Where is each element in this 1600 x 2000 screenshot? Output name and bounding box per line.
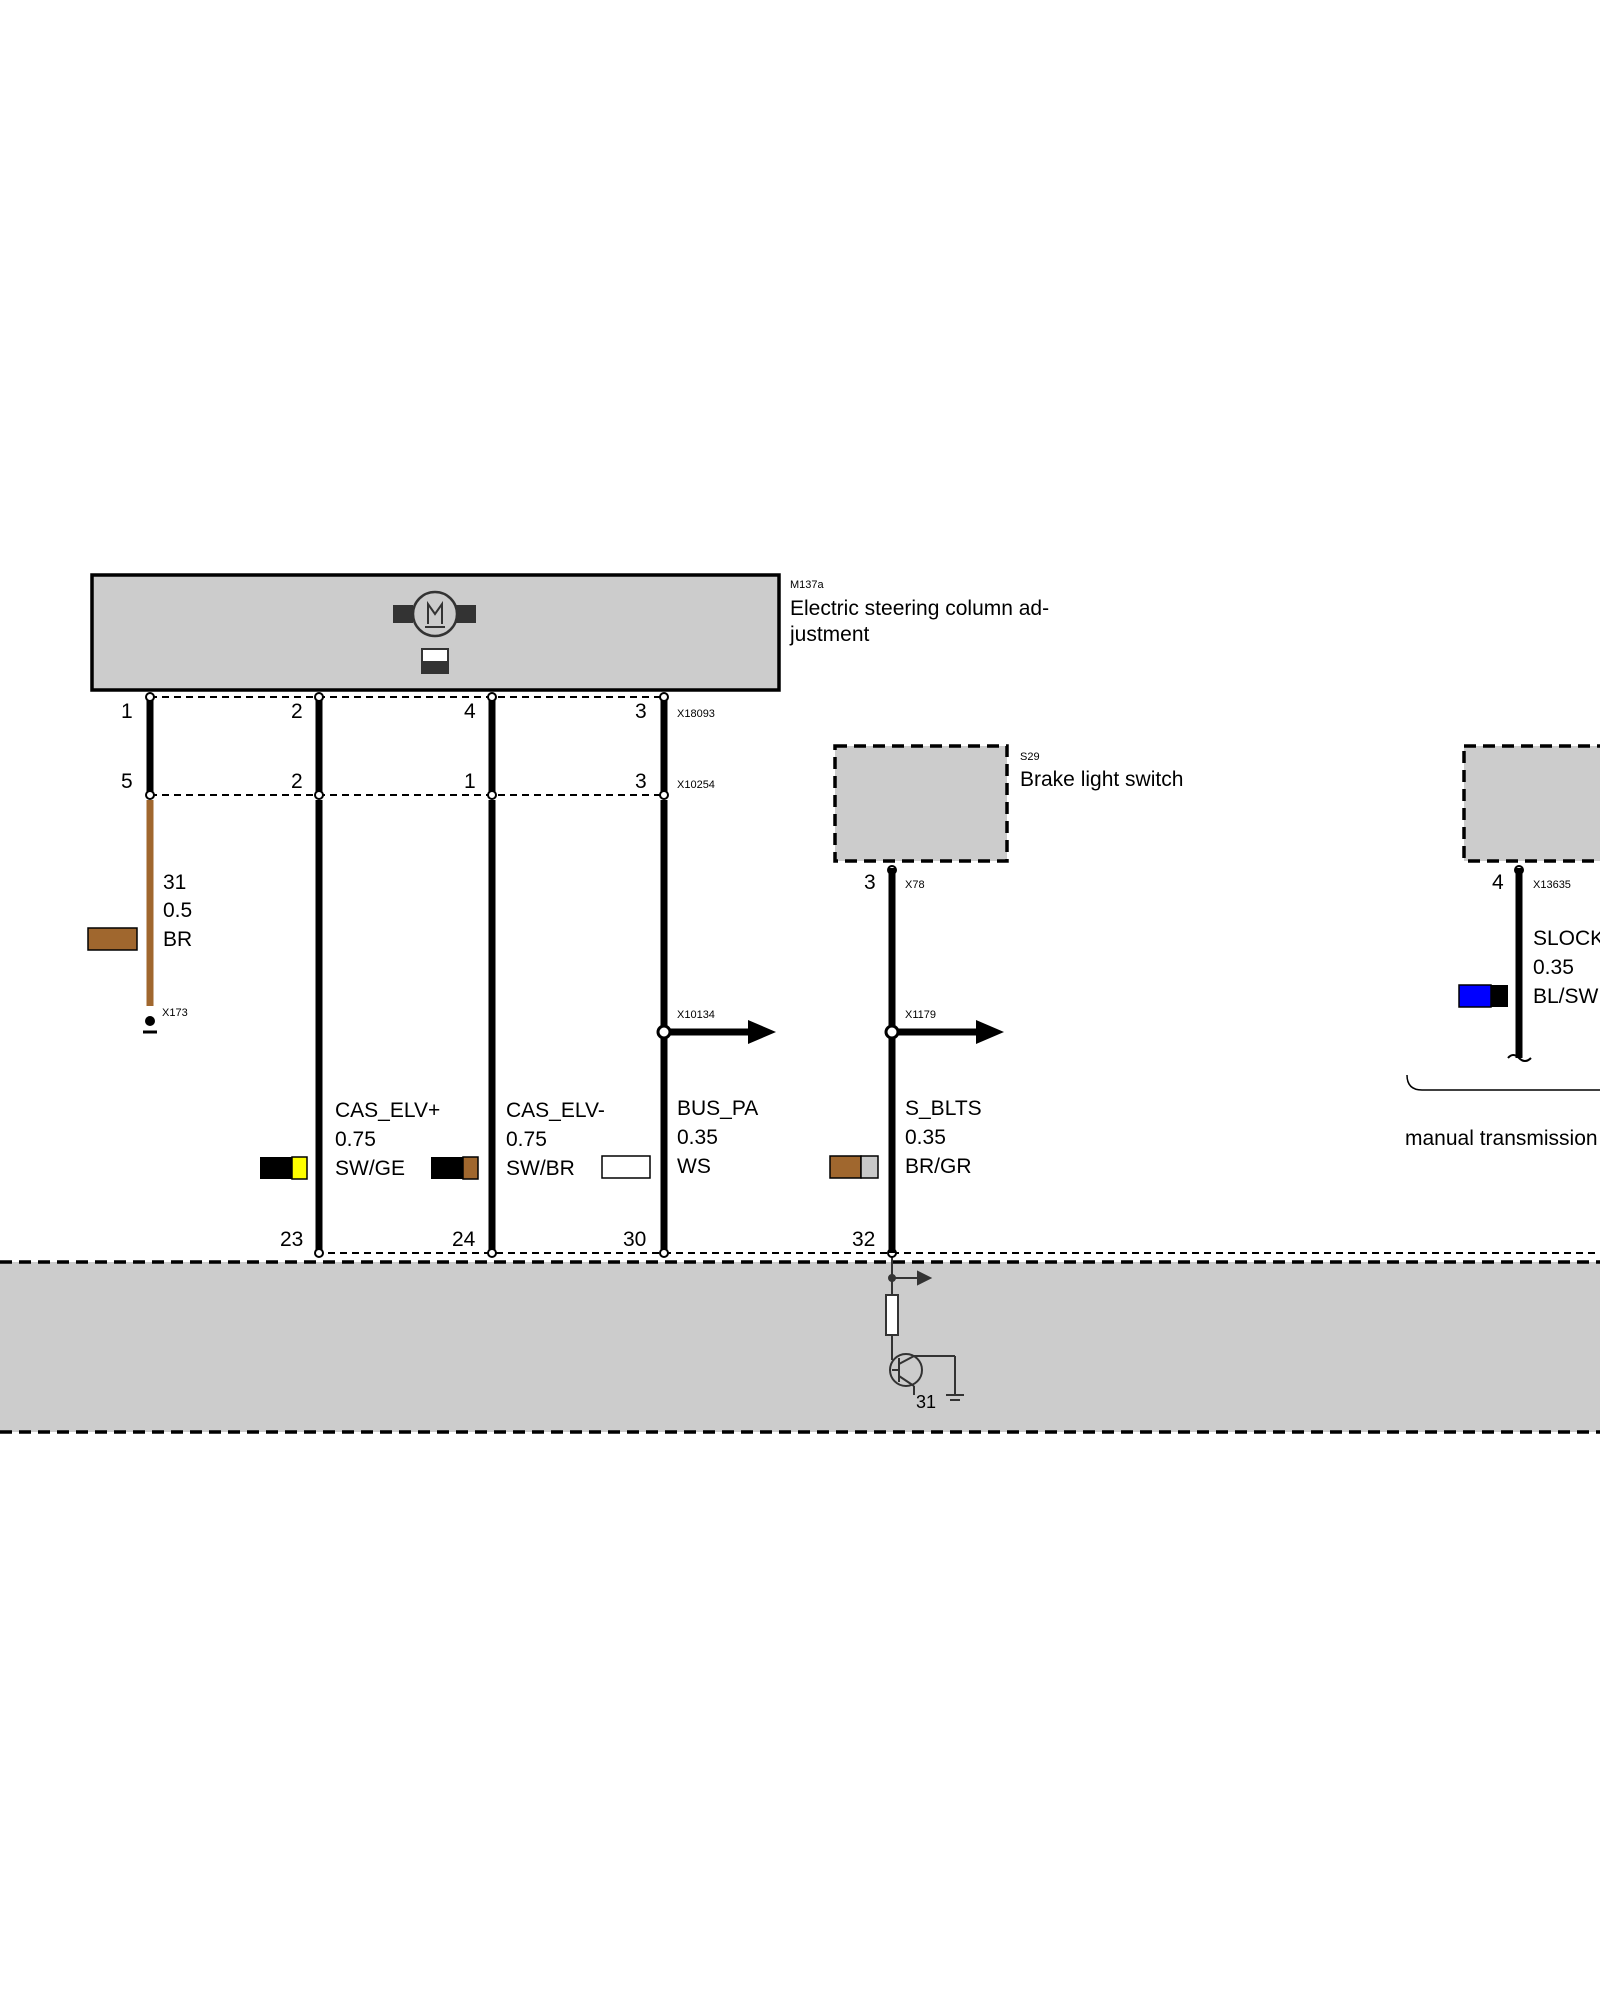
wire-3-color-swatch: [601, 1155, 651, 1179]
clutch-connector-label: X13635: [1533, 879, 1571, 891]
wire-1-color: SW/GE: [335, 1157, 405, 1180]
brake-split-node: [884, 1024, 900, 1040]
connector-x10254-label: X10254: [677, 779, 715, 791]
bus-split-node: [656, 1024, 672, 1040]
wire-3-gauge: 0.35: [677, 1126, 718, 1149]
wire-2-color: SW/BR: [506, 1157, 575, 1180]
control-unit-box: [0, 1262, 1600, 1432]
manual-transmission-bracket: [1406, 1074, 1600, 1091]
wire-1-signal: CAS_ELV+: [335, 1099, 440, 1122]
manual-transmission-note: manual transmission: [1405, 1127, 1598, 1150]
steering-component-id: M137a: [790, 579, 825, 591]
connector-x18093-label: X18093: [677, 708, 715, 720]
wire-3-signal: BUS_PA: [677, 1097, 758, 1120]
transistor-symbol: [885, 1257, 964, 1401]
wire-4-color: BR/GR: [905, 1155, 972, 1178]
ground-wire-signal: 31: [163, 871, 186, 894]
brake-split-connector: X1179: [905, 1009, 936, 1021]
pin-mid-1: 5: [121, 770, 133, 793]
steering-component-name-line1: Electric steering column ad-: [790, 597, 1049, 620]
wire-4-gauge: 0.35: [905, 1126, 946, 1149]
ground-wire-color-swatch: [87, 927, 138, 951]
bus-split-arrow: [748, 1020, 776, 1044]
motor-icon: [393, 590, 476, 638]
wire-3-color: WS: [677, 1155, 711, 1178]
pin-mid-2: 2: [291, 770, 303, 793]
pin-mid-3: 1: [464, 770, 476, 793]
pin-top-3: 4: [464, 700, 476, 723]
wire-2-gauge: 0.75: [506, 1128, 547, 1151]
wire-4-color-swatch: [829, 1155, 879, 1179]
clutch-wire-color-swatch: [1458, 984, 1508, 1008]
bus-split-connector: X10134: [677, 1009, 715, 1021]
ground-terminal-label: 31: [916, 1392, 936, 1412]
pin-mid-4: 3: [635, 770, 647, 793]
ground-wire-color: BR: [163, 928, 192, 951]
clutch-wire-color: BL/SW: [1533, 985, 1599, 1008]
ground-connector-label: X173: [162, 1007, 188, 1019]
pin-bottom-1: 23: [280, 1228, 303, 1251]
clutch-wire-gauge: 0.35: [1533, 956, 1574, 979]
wire-2-color-swatch: [431, 1156, 479, 1180]
brake-connector-label: X78: [905, 879, 925, 891]
brake-pin: 3: [864, 871, 876, 894]
pin-bottom-4: 32: [852, 1228, 875, 1251]
brake-component-name: Brake light switch: [1020, 768, 1183, 791]
wire-break-mark: [1507, 1054, 1532, 1062]
pin-top-2: 2: [291, 700, 303, 723]
pin-bottom-3: 30: [623, 1228, 646, 1251]
clutch-wire-signal: SLOCK: [1533, 927, 1600, 950]
wire-2-signal: CAS_ELV-: [506, 1099, 605, 1122]
ground-wire-gauge: 0.5: [163, 899, 192, 922]
clutch-pin: 4: [1492, 871, 1504, 894]
brake-component-id: S29: [1020, 751, 1040, 763]
wire-1-gauge: 0.75: [335, 1128, 376, 1151]
wire-4-signal: S_BLTS: [905, 1097, 982, 1120]
pin-top-4: 3: [635, 700, 647, 723]
pin-top-1: 1: [121, 700, 133, 723]
brake-split-arrow: [976, 1020, 1004, 1044]
pin-bottom-2: 24: [452, 1228, 476, 1251]
wire-1-color-swatch: [260, 1156, 308, 1180]
ground-point: [145, 1016, 155, 1026]
steering-component-name-line2: justment: [789, 623, 870, 646]
brake-light-switch-box: [833, 744, 1009, 863]
clutch-switch-box: [1462, 744, 1600, 863]
switch-icon: [421, 648, 449, 674]
